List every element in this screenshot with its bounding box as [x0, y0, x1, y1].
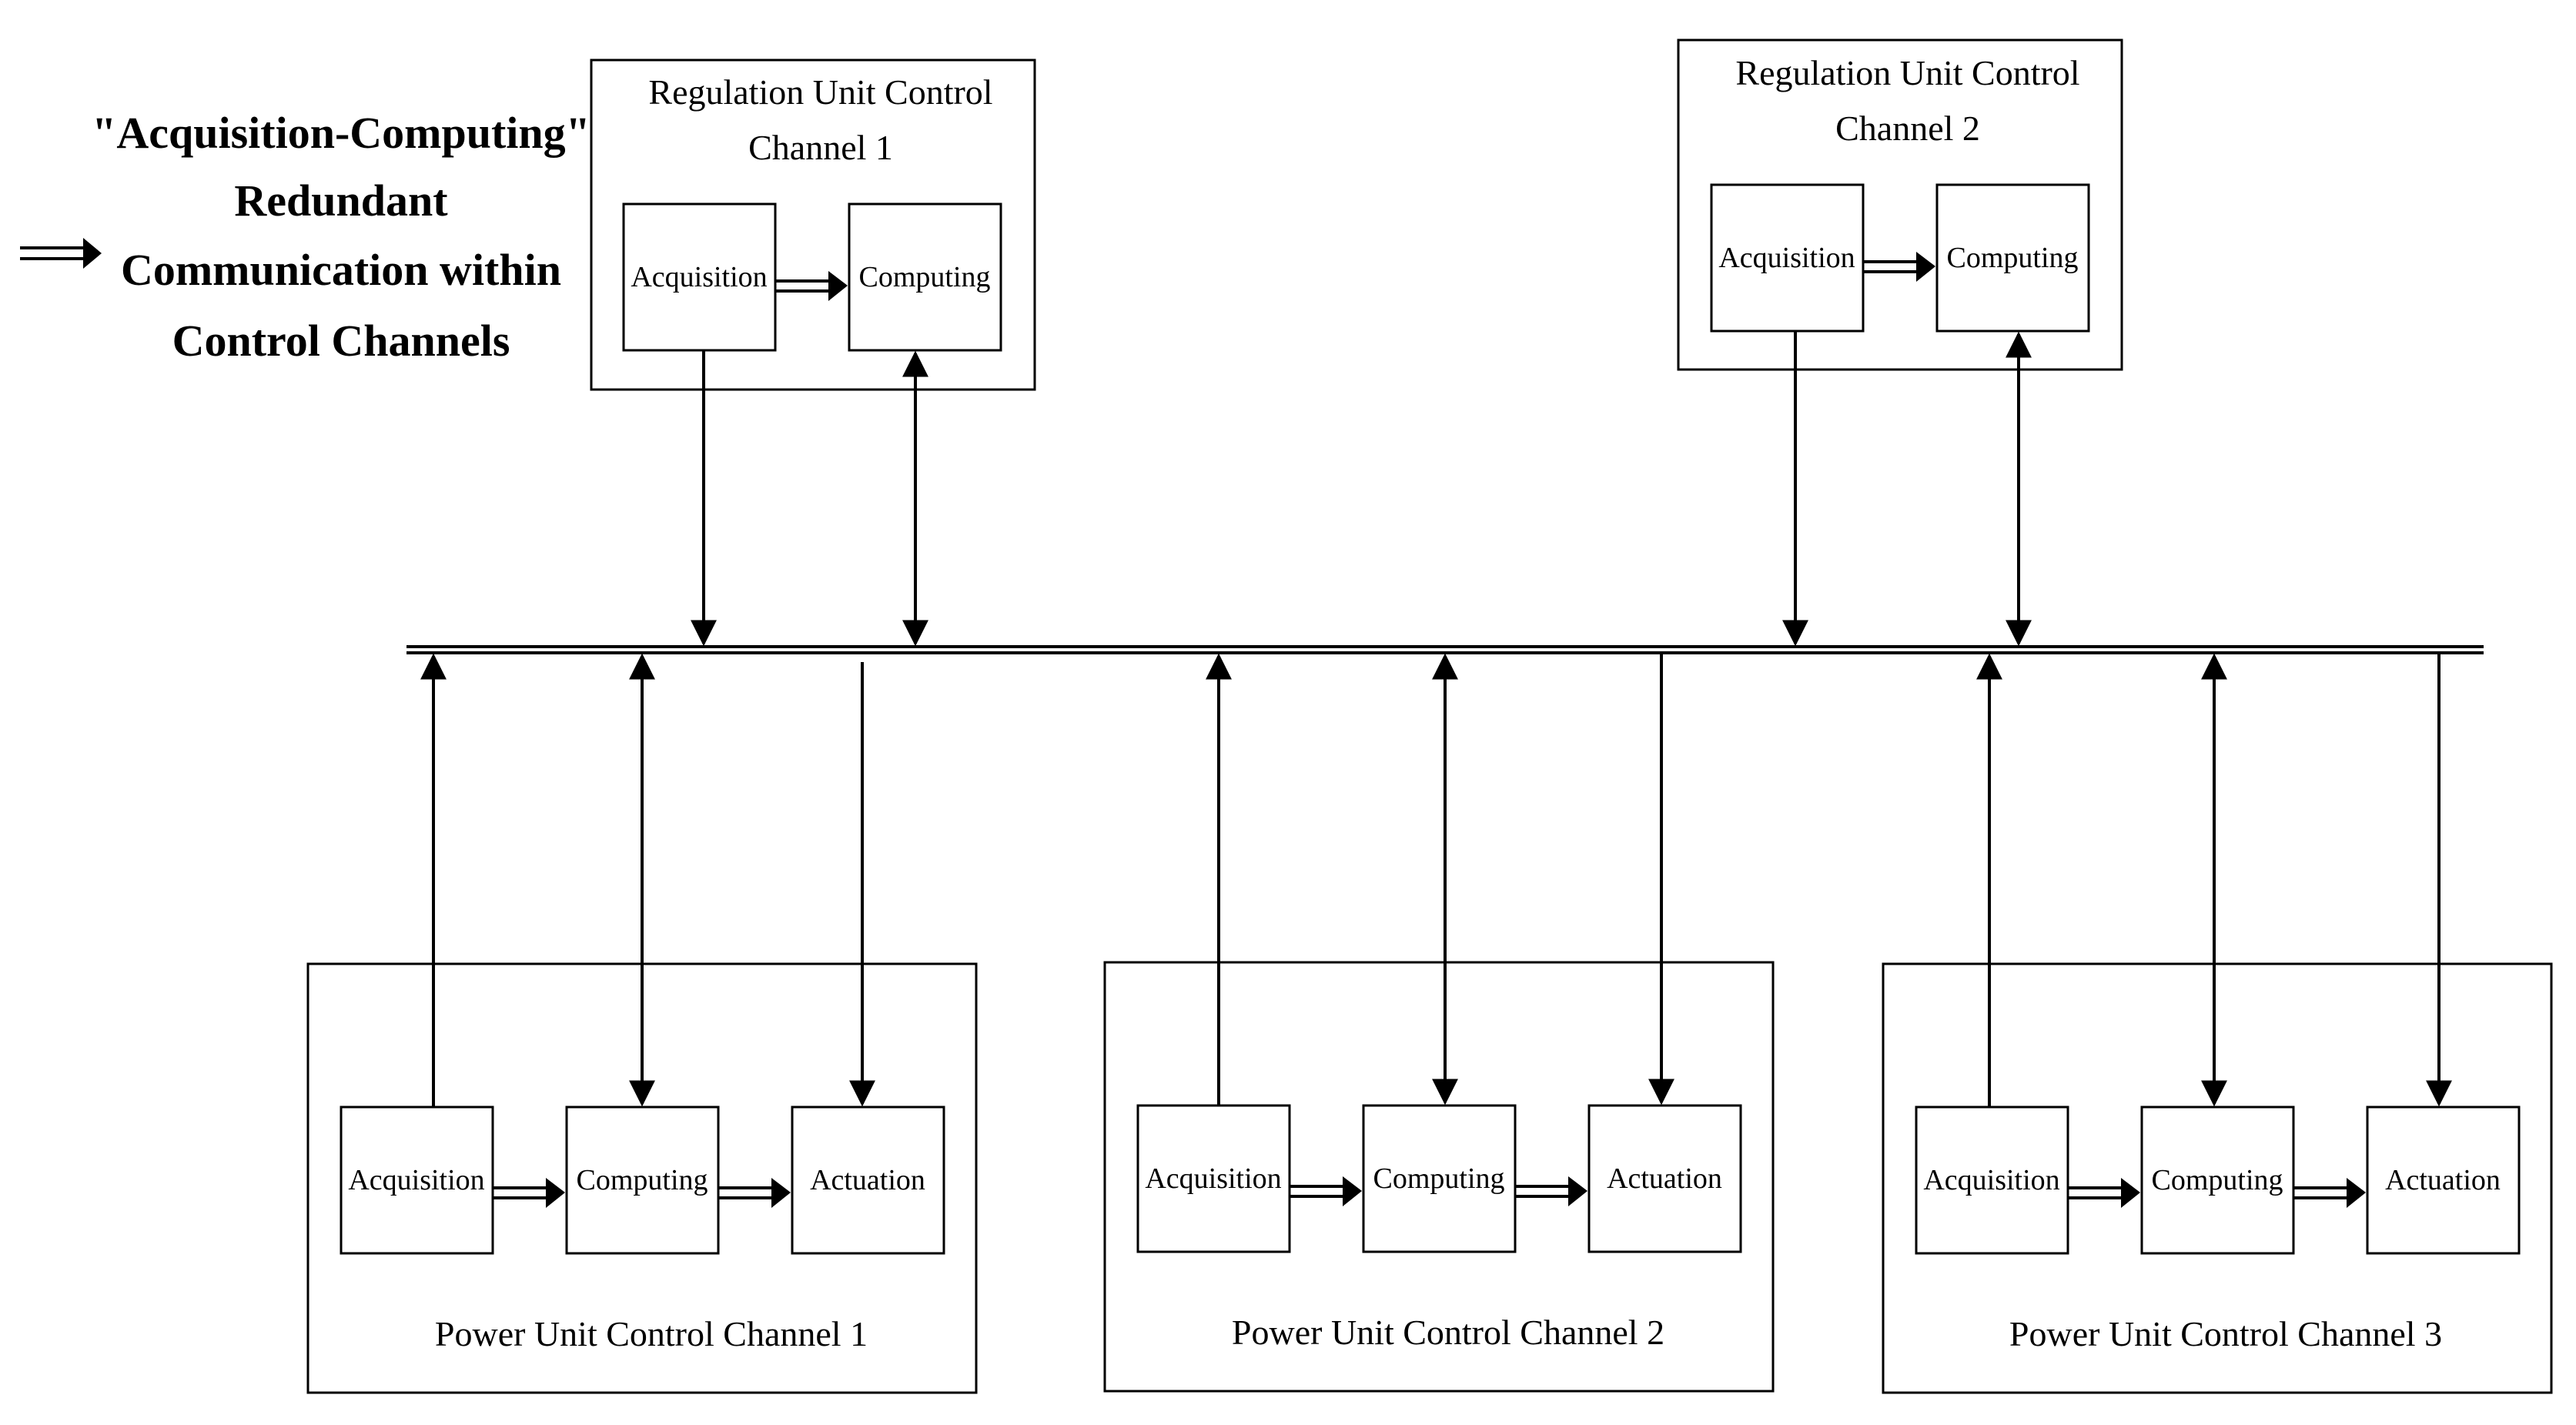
- regulation-2-acquisition-box: [1710, 183, 1865, 333]
- regulation-1-acquisition-label: Acquisition: [631, 261, 767, 293]
- communication-bus: [406, 645, 2484, 654]
- power-2-computing-box: [1362, 1104, 1517, 1253]
- power-unit-channel-3: Acquisition Computing Actuation Power Un…: [1882, 962, 2553, 1394]
- regulation-bus-links: [691, 331, 2032, 647]
- regulation-unit-channel-1: Regulation Unit Control Channel 1 Acquis…: [590, 59, 1036, 391]
- regulation-2-computing-label: Computing: [1946, 242, 2078, 274]
- power-2-computing-label: Computing: [1373, 1162, 1504, 1195]
- power-2-acquisition-label: Acquisition: [1145, 1162, 1281, 1195]
- regulation-1-acquisition-box: [622, 202, 777, 352]
- power-3-actuation-label: Actuation: [2385, 1164, 2501, 1196]
- power-3-computing-box: [2140, 1106, 2295, 1255]
- power-unit-channel-2: Acquisition Computing Actuation Power Un…: [1103, 961, 1775, 1393]
- power-2-acquisition-box: [1136, 1104, 1291, 1253]
- power-1-computing-box: [565, 1106, 720, 1255]
- power-3-acquisition-box: [1915, 1106, 2069, 1255]
- double-arrow-legend-icon: [20, 238, 102, 269]
- power-unit-3-title: Power Unit Control Channel 3: [2009, 1314, 2442, 1353]
- power-2-actuation-label: Actuation: [1607, 1162, 1722, 1195]
- power-3-double-arrow-acq-comp: [2068, 1178, 2140, 1208]
- legend-line-4: Control Channels: [172, 316, 510, 366]
- power-2-double-arrow-comp-act: [1515, 1176, 1587, 1206]
- power-unit-channel-1: Acquisition Computing Actuation Power Un…: [306, 962, 978, 1394]
- power-1-actuation-label: Actuation: [810, 1164, 925, 1196]
- legend: "Acquisition-Computing" Redundant Commun…: [20, 108, 590, 366]
- power-3-double-arrow-comp-act: [2293, 1178, 2366, 1208]
- regulation-unit-2-title-line-1: Regulation Unit Control: [1735, 53, 2079, 92]
- power-3-computing-label: Computing: [2151, 1164, 2283, 1196]
- regulation-2-computing-box: [1935, 183, 2090, 333]
- power-1-acquisition-label: Acquisition: [348, 1164, 484, 1196]
- power-3-actuation-box: [2366, 1106, 2521, 1255]
- regulation-unit-1-title-line-1: Regulation Unit Control: [648, 72, 992, 112]
- regulation-1-double-arrow: [775, 271, 848, 301]
- power-bus-links: [420, 653, 2452, 1107]
- power-1-double-arrow-acq-comp: [493, 1178, 565, 1208]
- regulation-unit-channel-2: Regulation Unit Control Channel 2 Acquis…: [1677, 38, 2123, 371]
- legend-line-2: Redundant: [234, 176, 448, 226]
- regulation-1-computing-box: [848, 202, 1002, 352]
- regulation-1-computing-label: Computing: [858, 261, 990, 293]
- power-3-acquisition-label: Acquisition: [1923, 1164, 2059, 1196]
- power-1-double-arrow-comp-act: [718, 1178, 791, 1208]
- power-1-actuation-box: [791, 1106, 945, 1255]
- power-1-computing-label: Computing: [576, 1164, 708, 1196]
- legend-line-3: Communication within: [121, 245, 561, 295]
- power-unit-2-title: Power Unit Control Channel 2: [1232, 1313, 1664, 1352]
- power-2-double-arrow-acq-comp: [1290, 1176, 1362, 1206]
- regulation-unit-2-title-line-2: Channel 2: [1835, 109, 1980, 148]
- power-1-acquisition-box: [340, 1106, 494, 1255]
- legend-line-1: "Acquisition-Computing": [92, 108, 590, 158]
- regulation-unit-1-title-line-2: Channel 1: [748, 128, 893, 167]
- regulation-2-double-arrow: [1863, 252, 1935, 282]
- power-2-actuation-box: [1587, 1104, 1742, 1253]
- power-unit-1-title: Power Unit Control Channel 1: [435, 1314, 868, 1353]
- regulation-2-acquisition-label: Acquisition: [1718, 242, 1855, 274]
